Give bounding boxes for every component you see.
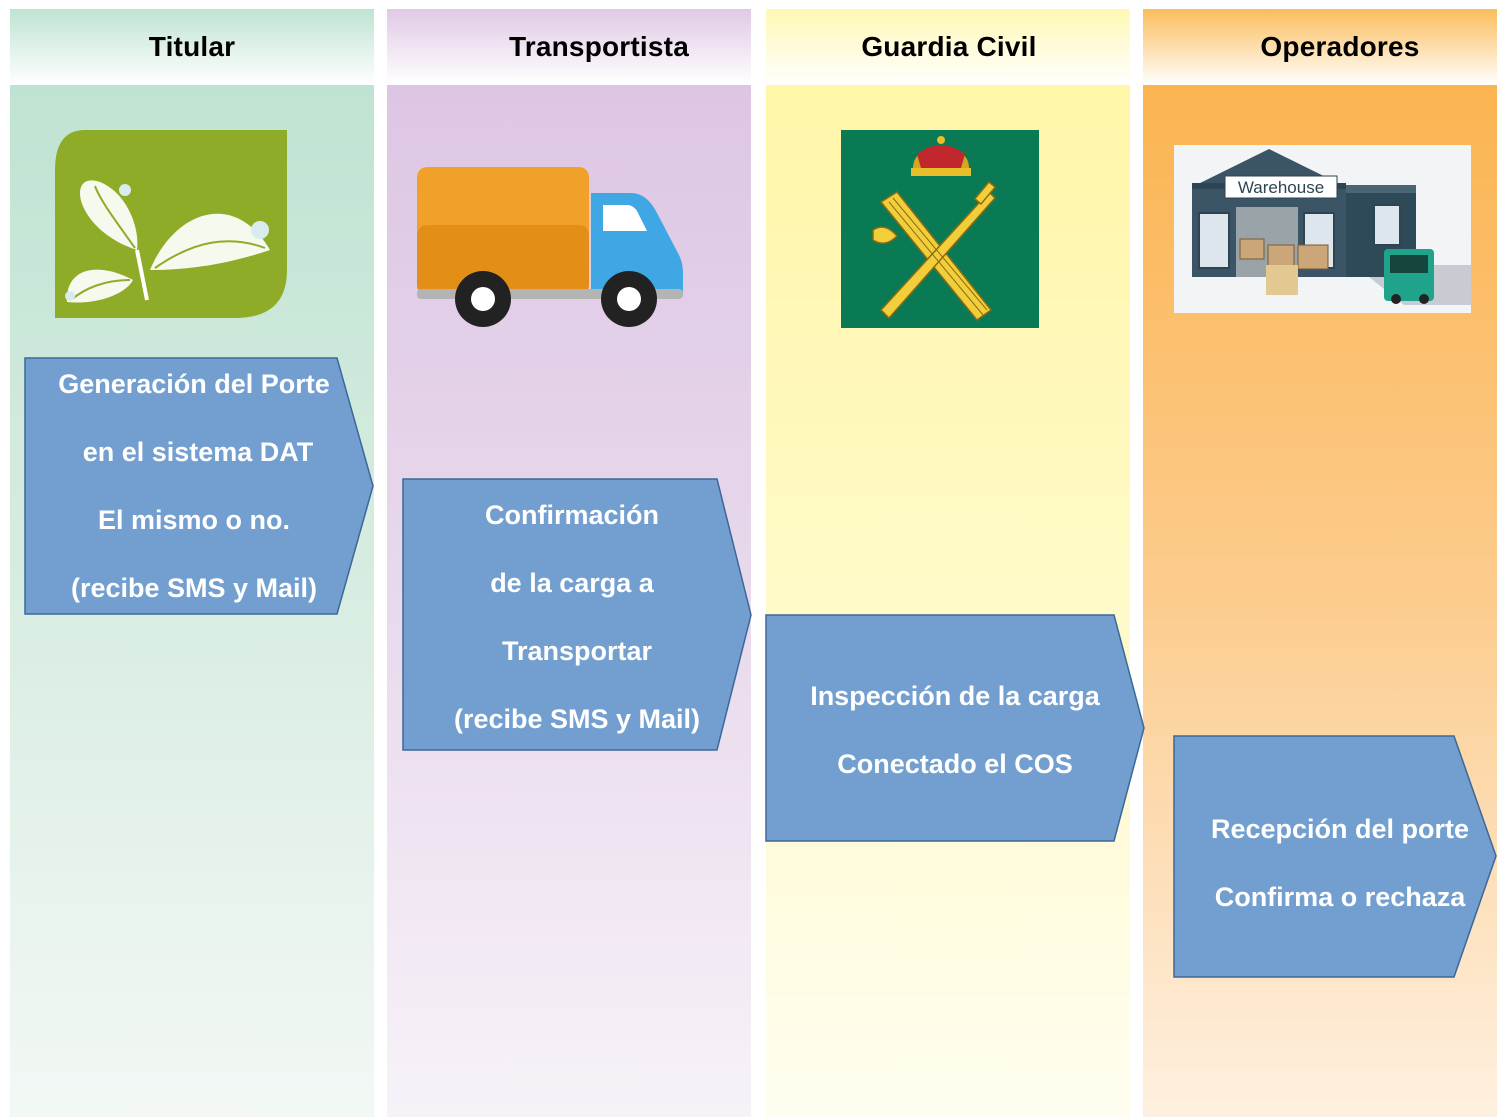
step-line: Confirmación bbox=[484, 500, 659, 530]
step-recepcion-porte: Recepción del porte Confirma o rechaza bbox=[1173, 766, 1497, 960]
step-inspeccion-carga: Inspección de la carga Conectado el COS bbox=[765, 627, 1145, 833]
step-shape bbox=[402, 478, 752, 751]
warehouse-label: Warehouse bbox=[1238, 178, 1324, 197]
truck-icon bbox=[417, 167, 683, 327]
step-confirmacion-carga: Confirmación de la carga a Transportar (… bbox=[402, 480, 752, 754]
guardia-civil-emblem-icon bbox=[841, 130, 1039, 328]
step-line: Confirma o rechaza bbox=[1214, 882, 1466, 912]
step-line: Generación del Porte bbox=[58, 369, 330, 399]
step-line: (recibe SMS y Mail) bbox=[70, 573, 318, 603]
step-shape bbox=[1173, 735, 1497, 978]
plant-leaf-icon bbox=[55, 130, 287, 318]
lane-title: Operadores bbox=[1143, 9, 1497, 85]
step-generacion-porte: Generación del Porte en el sistema DAT E… bbox=[24, 357, 364, 615]
step-line: Transportar bbox=[501, 636, 653, 666]
lane-title: Titular bbox=[10, 9, 374, 85]
step-line: de la carga a bbox=[490, 568, 654, 598]
lane-title: Guardia Civil bbox=[766, 9, 1130, 85]
step-shape bbox=[765, 614, 1145, 842]
step-line: Inspección de la carga bbox=[810, 681, 1100, 711]
step-line: El mismo o no. bbox=[97, 505, 291, 535]
step-line: Recepción del porte bbox=[1210, 814, 1470, 844]
step-line: (recibe SMS y Mail) bbox=[453, 704, 701, 734]
warehouse-icon: Warehouse bbox=[1174, 145, 1471, 313]
step-shape bbox=[24, 357, 374, 615]
step-line: Conectado el COS bbox=[837, 749, 1073, 779]
step-line: en el sistema DAT bbox=[82, 437, 314, 467]
lane-title: Transportista bbox=[387, 9, 751, 85]
